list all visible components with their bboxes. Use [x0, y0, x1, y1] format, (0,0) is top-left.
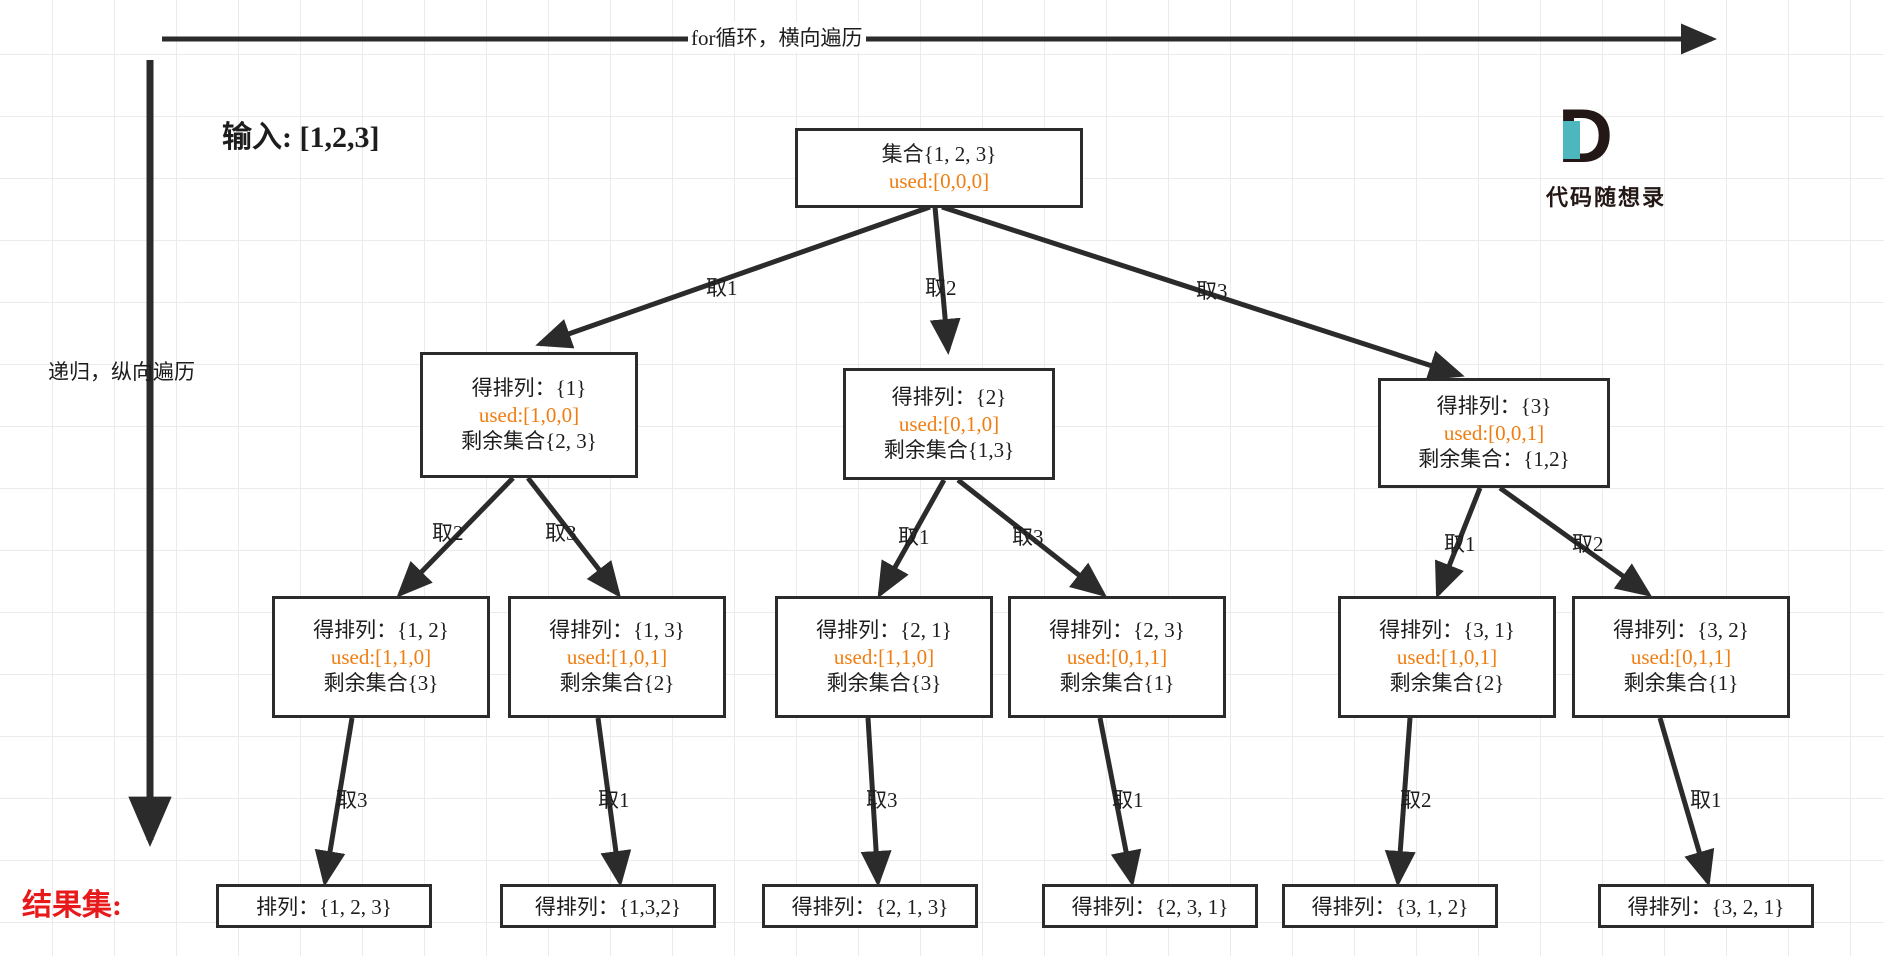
tree-node-l3-5: 得排列：{3, 1} used:[1,0,1] 剩余集合{2} — [1338, 596, 1556, 718]
edge-label-l3-3: 取3 — [866, 788, 898, 812]
result-box-1: 排列：{1, 2, 3} — [216, 884, 432, 928]
logo-teal-block — [1563, 121, 1580, 159]
edge-n3-to-m6 — [1498, 485, 1653, 597]
edge-root-to-n2 — [929, 206, 961, 355]
tree-node-l2-1: 得排列：{1} used:[1,0,0] 剩余集合{2, 3} — [420, 352, 638, 478]
node-line: 剩余集合{2} — [1389, 671, 1505, 696]
edge-label-root-1: 取1 — [706, 276, 738, 300]
edge-label-root-2: 取2 — [925, 276, 957, 300]
node-line: 得排列：{1, 2} — [313, 617, 449, 642]
node-used-line: used:[0,1,1] — [1630, 644, 1732, 669]
edge-m3-to-r3 — [860, 717, 892, 887]
edge-label-l3-4: 取1 — [1112, 788, 1144, 812]
node-used-line: used:[0,1,1] — [1066, 644, 1168, 669]
tree-node-l3-6: 得排列：{3, 2} used:[0,1,1] 剩余集合{1} — [1572, 596, 1790, 718]
edge-n3-to-m5 — [1435, 487, 1483, 599]
result-box-4: 得排列：{2, 3, 1} — [1042, 884, 1258, 928]
edge-label-l2-1a: 取2 — [432, 521, 464, 545]
brand-logo: D 代码随想录 — [1546, 99, 1667, 212]
logo-text: 代码随想录 — [1546, 185, 1667, 210]
edge-label-l2-2b: 取3 — [1012, 525, 1044, 549]
node-line: 得排列：{2, 1} — [816, 617, 952, 642]
logo-d-mark: D — [1558, 99, 1654, 176]
node-line: 得排列：{3, 1} — [1379, 617, 1515, 642]
node-line: 剩余集合{3} — [323, 671, 439, 696]
edge-label-l3-2: 取1 — [598, 788, 630, 812]
node-line: 剩余集合{2, 3} — [461, 429, 597, 454]
edge-label-l2-3b: 取2 — [1572, 532, 1604, 556]
tree-node-l3-1: 得排列：{1, 2} used:[1,1,0] 剩余集合{3} — [272, 596, 490, 718]
edge-n1-to-m1 — [396, 476, 515, 598]
node-line: 集合{1, 2, 3} — [881, 142, 997, 167]
edge-n2-to-m4 — [956, 478, 1107, 598]
tree-node-l3-4: 得排列：{2, 3} used:[0,1,1] 剩余集合{1} — [1008, 596, 1226, 718]
edge-n2-to-m3 — [877, 478, 947, 599]
node-line: 得排列：{3, 2} — [1613, 617, 1749, 642]
edge-label-root-3: 取3 — [1196, 279, 1228, 303]
axis-vertical-label: 递归，纵向遍历 — [48, 360, 195, 384]
edge-label-l3-5: 取2 — [1400, 788, 1432, 812]
edge-root-to-n1 — [535, 204, 931, 349]
node-line: 剩余集合{3} — [826, 671, 942, 696]
tree-node-l3-2: 得排列：{1, 3} used:[1,0,1] 剩余集合{2} — [508, 596, 726, 718]
node-used-line: used:[1,0,1] — [566, 644, 668, 669]
node-used-line: used:[0,1,0] — [898, 411, 1000, 436]
tree-node-l2-2: 得排列：{2} used:[0,1,0] 剩余集合{1,3} — [843, 368, 1055, 480]
node-line: 得排列：{1, 3} — [549, 617, 685, 642]
result-box-6: 得排列：{3, 2, 1} — [1598, 884, 1814, 928]
node-line: 得排列：{2} — [891, 384, 1007, 409]
node-line: 剩余集合{1} — [1623, 671, 1739, 696]
node-line: 剩余集合：{1,2} — [1418, 447, 1570, 472]
edge-label-l2-1b: 取3 — [545, 521, 577, 545]
edge-m2-to-r2 — [595, 717, 632, 887]
edge-root-to-n3 — [941, 204, 1465, 381]
node-used-line: used:[1,1,0] — [330, 644, 432, 669]
node-line: 得排列：{1} — [471, 375, 587, 400]
result-box-3: 得排列：{2, 1, 3} — [762, 884, 978, 928]
tree-node-root: 集合{1, 2, 3} used:[0,0,0] — [795, 128, 1083, 208]
node-used-line: used:[1,0,0] — [478, 402, 580, 427]
axis-horizontal-label: for循环，横向遍历 — [688, 22, 866, 52]
input-label: 输入: [1,2,3] — [222, 121, 380, 154]
node-line: 剩余集合{1} — [1059, 671, 1175, 696]
tree-node-l2-3: 得排列：{3} used:[0,0,1] 剩余集合：{1,2} — [1378, 378, 1610, 488]
edge-label-l3-1: 取3 — [336, 788, 368, 812]
edge-n1-to-m2 — [526, 476, 622, 598]
node-line: 剩余集合{2} — [559, 671, 675, 696]
tree-node-l3-3: 得排列：{2, 1} used:[1,1,0] 剩余集合{3} — [775, 596, 993, 718]
node-used-line: used:[0,0,0] — [888, 169, 990, 193]
result-set-label: 结果集: — [22, 889, 122, 922]
result-box-5: 得排列：{3, 1, 2} — [1282, 884, 1498, 928]
node-line: 剩余集合{1,3} — [883, 438, 1015, 463]
edge-label-l3-6: 取1 — [1690, 788, 1722, 812]
edge-label-l2-3a: 取1 — [1444, 532, 1476, 556]
result-box-2: 得排列：{1,3,2} — [500, 884, 716, 928]
edge-m6-to-r6 — [1657, 717, 1715, 887]
node-used-line: used:[0,0,1] — [1443, 420, 1545, 445]
edge-m4-to-r4 — [1097, 717, 1142, 887]
node-line: 得排列：{3} — [1436, 393, 1552, 418]
node-used-line: used:[1,1,0] — [833, 644, 935, 669]
edge-m1-to-r1 — [314, 717, 355, 887]
node-used-line: used:[1,0,1] — [1396, 644, 1498, 669]
edge-label-l2-2a: 取1 — [898, 525, 930, 549]
edge-m5-to-r5 — [1384, 717, 1416, 887]
node-line: 得排列：{2, 3} — [1049, 617, 1185, 642]
